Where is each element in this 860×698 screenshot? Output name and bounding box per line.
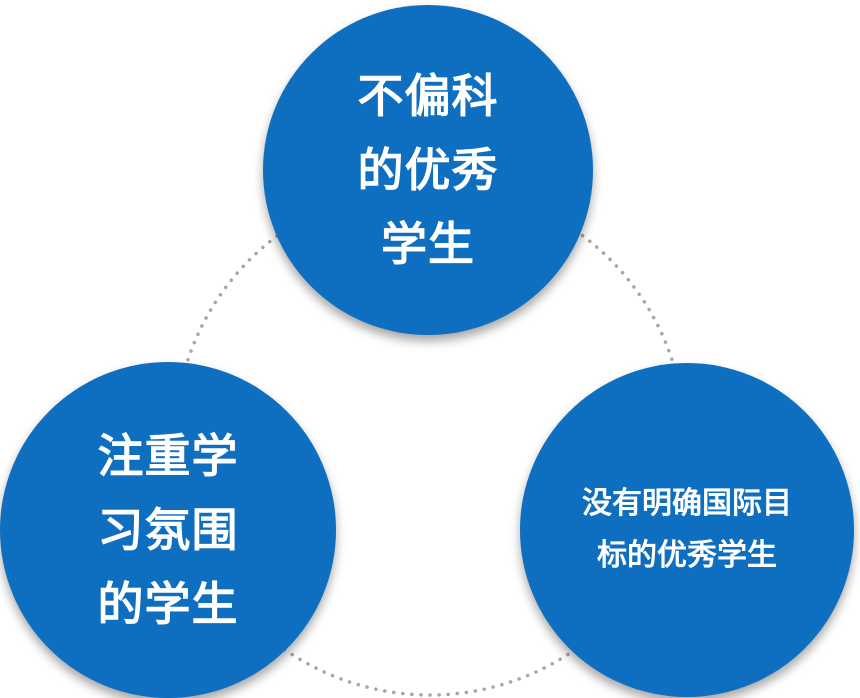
node-label-line: 习氛围 [97, 503, 239, 557]
node-label-right: 没有明确国际目 标的优秀学生 [582, 478, 792, 582]
node-label-line: 学生 [381, 217, 475, 271]
node-label-line: 不偏科 [357, 69, 499, 123]
node-circle-top: 不偏科 的优秀 学生 [263, 5, 593, 335]
node-label-line: 注重学 [97, 429, 239, 483]
node-label-line: 没有明确国际目 [582, 486, 792, 521]
node-circle-left: 注重学 习氛围 的学生 [0, 362, 336, 698]
node-label-left: 注重学 习氛围 的学生 [98, 419, 239, 641]
node-label-line: 标的优秀学生 [597, 538, 777, 573]
node-circle-right: 没有明确国际目 标的优秀学生 [520, 363, 854, 697]
node-label-line: 的优秀 [357, 143, 499, 197]
node-label-top: 不偏科 的优秀 学生 [358, 59, 499, 281]
node-label-line: 的学生 [97, 577, 239, 631]
